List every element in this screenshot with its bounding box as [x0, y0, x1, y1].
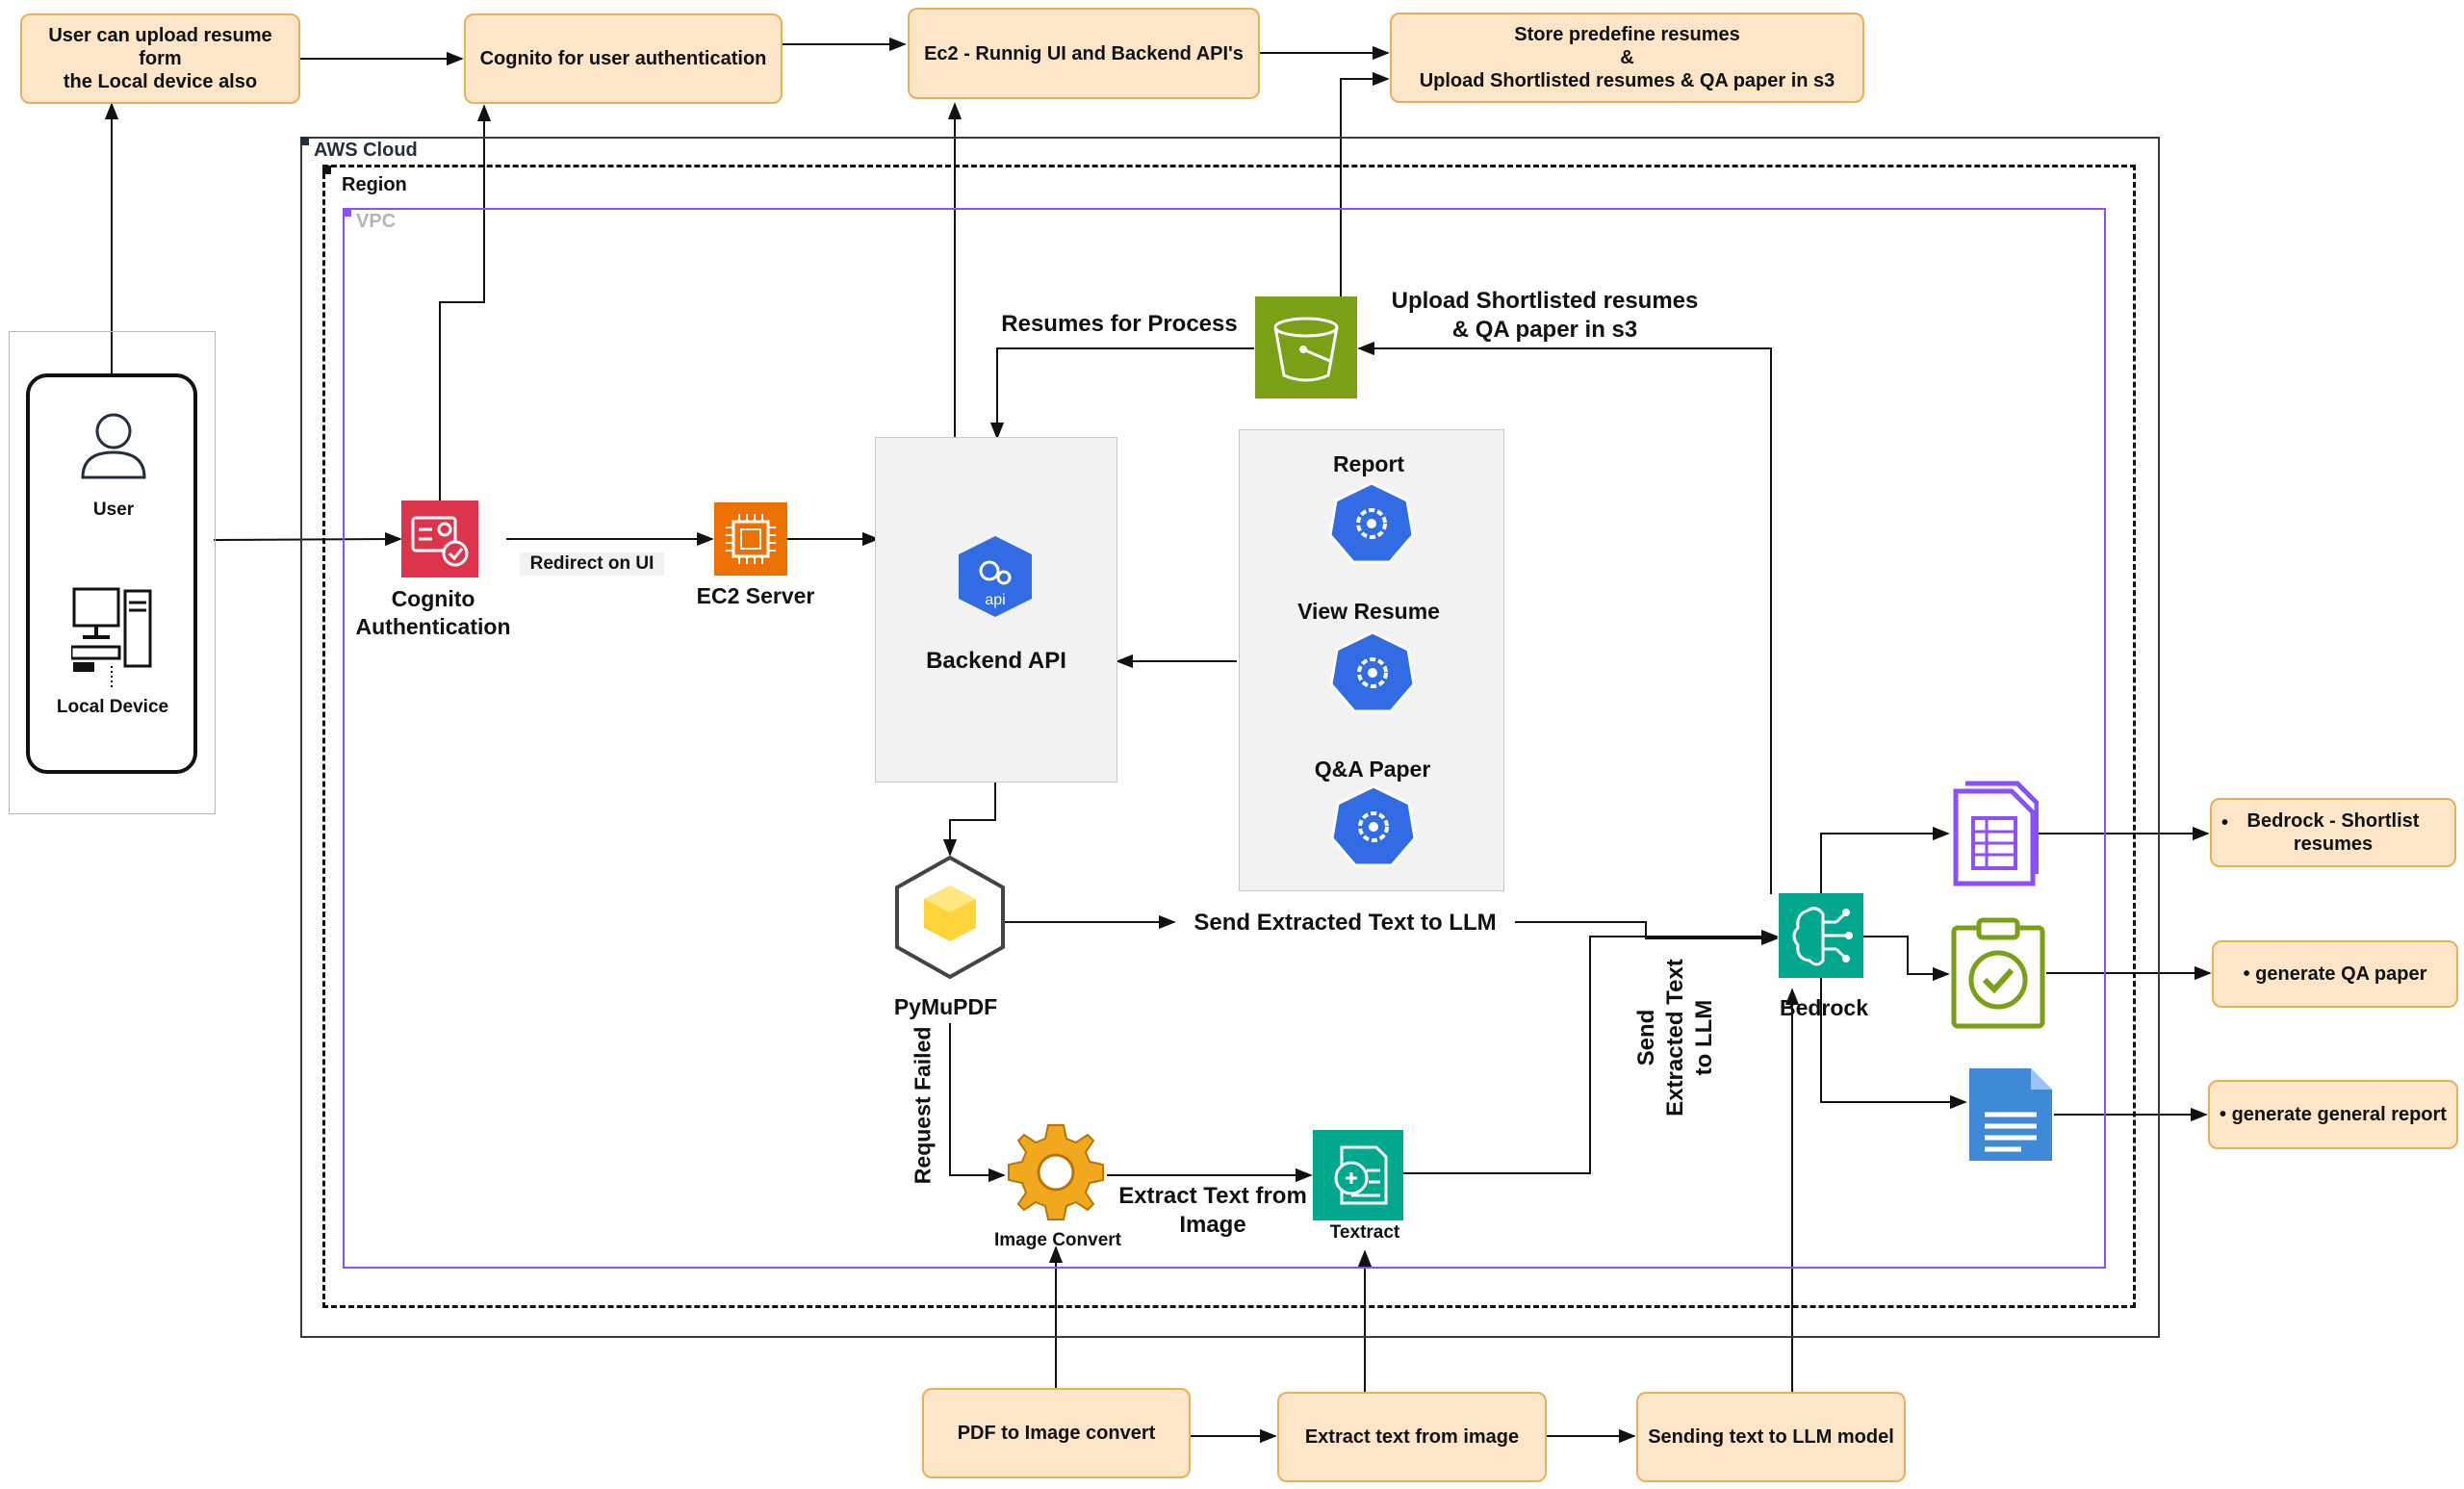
- view-resume-service-icon: [1329, 630, 1416, 713]
- backend-api-label: Backend API: [926, 648, 1066, 674]
- qa-text: generate QA paper: [2255, 963, 2427, 985]
- aws-cloud-group: [300, 137, 2160, 1338]
- note-pdf-to-image: PDF to Image convert: [922, 1388, 1191, 1478]
- ec2-icon: [714, 502, 787, 576]
- note-send-to-llm: Sending text to LLM model: [1636, 1392, 1906, 1482]
- aws-cloud-marker-icon: [300, 137, 309, 145]
- upload-shortlisted-label: Upload Shortlisted resumes & QA paper in…: [1391, 288, 1699, 343]
- note-local-upload: User can upload resume form the Local de…: [20, 13, 300, 104]
- report-label: Report: [1332, 451, 1405, 476]
- resumes-for-process-label: Resumes for Process: [1001, 311, 1238, 337]
- bullet-icon: •: [2220, 1104, 2232, 1125]
- cognito-icon: [401, 501, 478, 578]
- shortlist-document-icon: [1953, 781, 2039, 886]
- aws-cloud-label: AWS Cloud: [314, 140, 418, 161]
- report-service-icon: [1328, 481, 1415, 564]
- note-shortlist-resumes: • Bedrock - Shortlist resumes: [2210, 798, 2456, 867]
- qa-paper-service-icon: [1330, 784, 1417, 867]
- redirect-label: Redirect on UI: [520, 552, 664, 576]
- note-extract-text: Extract text from image: [1277, 1392, 1547, 1482]
- shortlist-text: Bedrock - Shortlist resumes: [2246, 810, 2420, 855]
- region-label: Region: [342, 174, 407, 195]
- report-document-icon: [1969, 1068, 2052, 1161]
- region-marker-icon: [322, 166, 331, 174]
- note-cognito-auth: Cognito for user authentication: [464, 13, 783, 104]
- bullet-icon: •: [2221, 812, 2229, 834]
- note-s3-storage: Store predefine resumes & Upload Shortli…: [1390, 13, 1864, 103]
- api-badge-text: api: [985, 592, 1005, 608]
- cognito-label: Cognito Authentication: [355, 586, 511, 639]
- local-device-label: Local Device: [56, 697, 169, 717]
- view-resume-label: View Resume: [1297, 599, 1440, 624]
- note-generate-report: • generate general report: [2208, 1080, 2458, 1149]
- vpc-marker-icon: [343, 208, 351, 217]
- ec2-label: EC2 Server: [696, 583, 815, 608]
- image-convert-label: Image Convert: [994, 1230, 1121, 1250]
- qa-clipboard-icon: [1951, 917, 2045, 1029]
- bedrock-label: Bedrock: [1779, 995, 1869, 1020]
- request-failed-label: Request Failed: [910, 1026, 936, 1185]
- image-convert-gear-icon: [1008, 1124, 1104, 1220]
- api-icon: api: [959, 536, 1032, 617]
- report-text: generate general report: [2231, 1104, 2447, 1125]
- textract-label: Textract: [1329, 1222, 1400, 1243]
- user-icon: [81, 413, 146, 479]
- send-extracted-text-vertical-label: Send Extracted Text to LLM: [1633, 959, 1717, 1117]
- extract-text-from-image-label: Extract Text from Image: [1118, 1183, 1307, 1238]
- pymupdf-label: PyMuPDF: [893, 994, 998, 1019]
- bullet-icon: •: [2243, 963, 2256, 985]
- user-label: User: [92, 500, 135, 520]
- vpc-group: [343, 208, 2106, 1269]
- bedrock-icon: [1779, 893, 1863, 978]
- pymupdf-icon: [895, 855, 1005, 980]
- user-panel-outer: [9, 331, 216, 814]
- computer-icon: [71, 587, 152, 689]
- vpc-label: VPC: [356, 211, 397, 232]
- send-extracted-text-label: Send Extracted Text to LLM: [1194, 910, 1497, 936]
- region-group: [322, 165, 2136, 1308]
- note-generate-qa: • generate QA paper: [2212, 940, 2458, 1008]
- user-panel: [26, 373, 197, 774]
- qa-paper-label: Q&A Paper: [1314, 757, 1431, 782]
- textract-icon: [1313, 1130, 1403, 1220]
- s3-bucket-icon: [1255, 296, 1357, 398]
- note-ec2-ui-backend: Ec2 - Runnig UI and Backend API's: [908, 8, 1260, 99]
